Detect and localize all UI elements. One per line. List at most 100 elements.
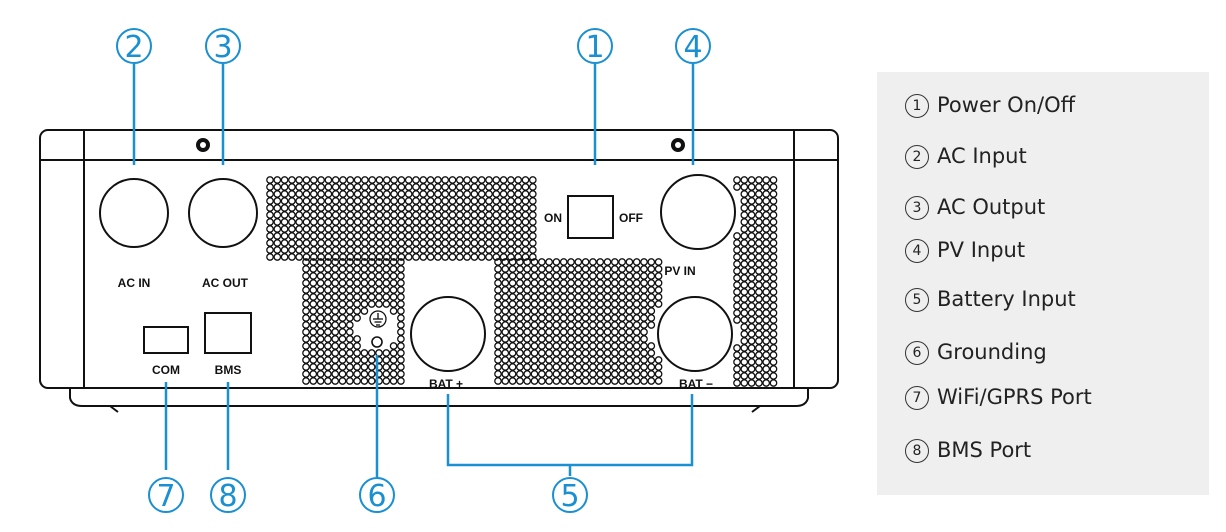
vent-hole: [530, 307, 539, 315]
vent-hole: [567, 265, 575, 273]
vent-hole: [345, 314, 354, 322]
vent-hole: [470, 239, 479, 247]
vent-hole: [346, 197, 355, 205]
vent-hole: [404, 239, 413, 247]
legend-number: 6: [905, 341, 929, 365]
vent-hole: [338, 293, 347, 301]
vent-hole: [309, 328, 318, 336]
vent-hole: [434, 239, 442, 247]
vent-hole: [755, 232, 763, 240]
vent-hole: [501, 293, 510, 301]
vent-hole: [317, 232, 325, 240]
vent-hole: [581, 272, 590, 280]
vent-hole: [316, 356, 325, 364]
vent-hole: [309, 225, 318, 233]
vent-hole: [477, 176, 486, 184]
vent-hole: [368, 246, 377, 254]
vent-hole: [762, 197, 771, 205]
vent-hole: [589, 370, 597, 378]
vent-hole: [324, 293, 332, 301]
vent-hole: [382, 279, 391, 287]
vent-hole: [455, 183, 464, 191]
vent-hole: [273, 204, 282, 212]
vent-hole: [317, 239, 325, 247]
vent-hole: [559, 321, 568, 329]
vent-hole: [361, 204, 369, 212]
vent-hole: [455, 232, 464, 240]
vent-hole: [740, 183, 749, 191]
vent-hole: [412, 204, 420, 212]
vent-hole: [441, 253, 450, 261]
vent-hole: [316, 314, 325, 322]
vent-hole: [302, 286, 310, 294]
vent-hole: [397, 211, 406, 219]
vent-hole: [338, 349, 347, 357]
vent-hole: [426, 253, 435, 261]
vent-hole: [762, 316, 771, 324]
vent-hole: [625, 335, 634, 343]
vent-hole: [559, 265, 568, 273]
vent-hole: [574, 377, 583, 385]
vent-hole: [733, 232, 741, 240]
vent-hole: [545, 328, 553, 336]
vent-hole: [581, 377, 590, 385]
vent-hole: [552, 342, 561, 350]
vent-hole: [353, 279, 361, 287]
vent-hole: [463, 204, 471, 212]
vent-hole: [747, 232, 756, 240]
vent-hole: [470, 176, 479, 184]
vent-hole: [755, 176, 763, 184]
vent-hole: [647, 272, 656, 280]
vent-hole: [755, 302, 763, 310]
vent-hole: [589, 272, 597, 280]
vent-hole: [470, 246, 479, 254]
vent-hole: [625, 314, 634, 322]
vent-hole: [610, 370, 619, 378]
vent-hole: [280, 239, 289, 247]
vent-hole: [552, 272, 561, 280]
vent-hole: [530, 286, 539, 294]
vent-hole: [552, 328, 561, 336]
vent-hole: [574, 370, 583, 378]
vent-hole: [545, 293, 553, 301]
vent-hole: [755, 358, 763, 366]
vent-hole: [733, 302, 741, 310]
vent-hole: [514, 190, 523, 198]
vent-hole: [389, 265, 398, 273]
vent-hole: [516, 342, 524, 350]
vent-hole: [740, 246, 749, 254]
vent-hole: [516, 307, 524, 315]
vent-hole: [273, 197, 282, 205]
vent-hole: [273, 218, 282, 226]
vent-hole: [755, 288, 763, 296]
vent-hole: [309, 377, 318, 385]
vent-hole: [317, 204, 325, 212]
vent-hole: [514, 204, 523, 212]
vent-hole: [747, 309, 756, 317]
vent-hole: [309, 356, 318, 364]
vent-hole: [338, 300, 347, 308]
vent-hole: [485, 204, 493, 212]
vent-hole: [625, 265, 634, 273]
vent-hole: [769, 190, 778, 198]
vent-hole: [412, 246, 420, 254]
vent-hole: [514, 218, 523, 226]
vent-hole: [477, 183, 486, 191]
vent-hole: [331, 307, 340, 315]
vent-hole: [448, 232, 457, 240]
vent-hole: [353, 293, 361, 301]
vent-hole: [375, 232, 384, 240]
vent-hole: [552, 363, 561, 371]
vent-hole: [521, 176, 530, 184]
vent-hole: [508, 307, 517, 315]
vent-hole: [762, 183, 771, 191]
vent-hole: [755, 344, 763, 352]
vent-hole: [625, 356, 634, 364]
vent-hole: [508, 279, 517, 287]
vent-hole: [762, 204, 771, 212]
vent-hole: [516, 265, 524, 273]
screw-icon: [671, 138, 685, 152]
vent-hole: [581, 293, 590, 301]
vent-hole: [559, 300, 568, 308]
vent-hole: [404, 204, 413, 212]
